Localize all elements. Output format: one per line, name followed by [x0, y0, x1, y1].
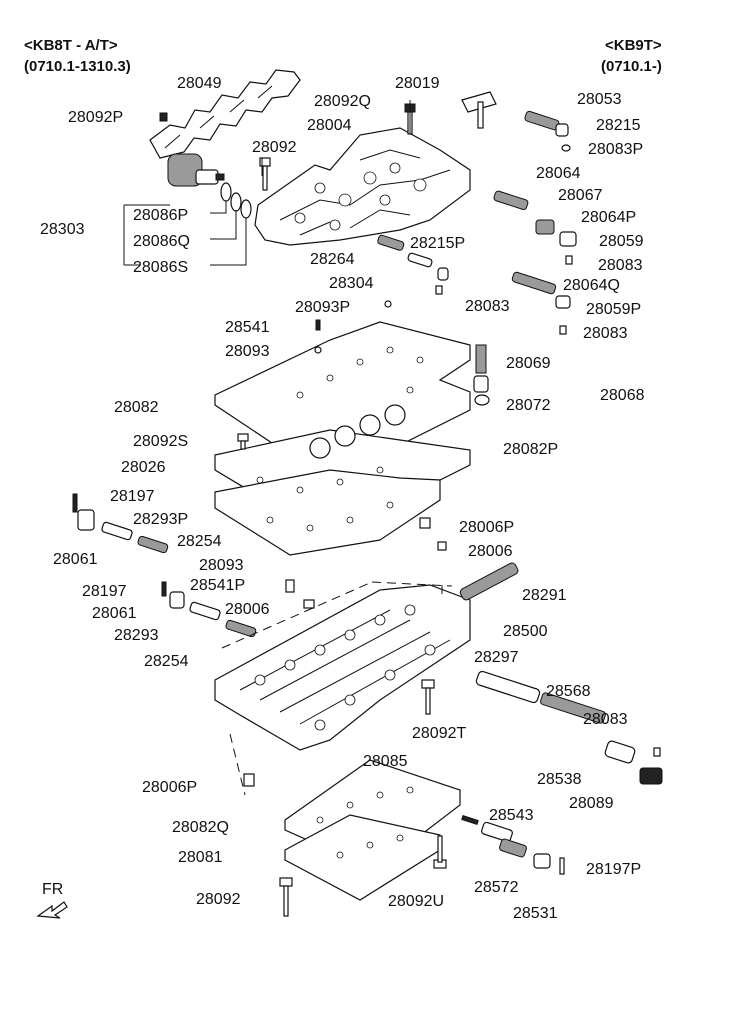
part-label-28092p: 28092P [68, 109, 123, 126]
part-label-28082q: 28082Q [172, 819, 229, 836]
part-label-28092t: 28092T [412, 725, 466, 742]
bottom-bolts [243, 679, 447, 917]
part-label-28197a: 28197 [110, 488, 155, 505]
part-label-28064q: 28064Q [563, 277, 620, 294]
part-label-28086s: 28086S [133, 259, 188, 276]
valve-28064-stack [493, 190, 577, 265]
solenoid-harness-28049 [149, 69, 301, 159]
part-label-28067: 28067 [558, 187, 603, 204]
part-label-28197b: 28197 [82, 583, 127, 600]
bolt-28092S [237, 433, 249, 450]
valve-28053 [524, 110, 571, 152]
part-label-28019: 28019 [395, 75, 440, 92]
lower-valve-body-28500 [214, 584, 471, 751]
part-label-28069: 28069 [506, 355, 551, 372]
part-label-28093p: 28093P [295, 299, 350, 316]
valve-28291 [459, 562, 519, 601]
pin-28092P [159, 112, 168, 122]
part-label-28092a: 28092 [252, 139, 297, 156]
valve-28572-28543 [461, 814, 565, 875]
part-label-28572: 28572 [474, 879, 519, 896]
part-label-28538: 28538 [537, 771, 582, 788]
part-label-28083b: 28083 [465, 298, 510, 315]
separator-plate-stack [214, 321, 471, 556]
part-label-28264: 28264 [310, 251, 355, 268]
valve-28064Q-stack [511, 271, 571, 335]
part-label-28006p2: 28006P [142, 779, 197, 796]
solenoid-28303 [167, 153, 225, 187]
part-label-28254a: 28254 [177, 533, 222, 550]
o-rings-28086 [220, 182, 252, 219]
part-label-28293p: 28293P [133, 511, 188, 528]
part-label-28006b: 28006 [225, 601, 270, 618]
part-label-28092q: 28092Q [314, 93, 371, 110]
part-label-28059: 28059 [599, 233, 644, 250]
part-label-28293: 28293 [114, 627, 159, 644]
part-label-28500: 28500 [503, 623, 548, 640]
part-label-28093a: 28093 [225, 343, 270, 360]
part-label-28254b: 28254 [144, 653, 189, 670]
part-labels: 28049 28092P 28092Q 28019 28053 28004 28215 280… [40, 75, 645, 922]
part-label-28297: 28297 [474, 649, 519, 666]
part-label-28092s: 28092S [133, 433, 188, 450]
part-label-28083d: 28083 [583, 711, 628, 728]
part-label-28083p: 28083P [588, 141, 643, 158]
part-label-28543: 28543 [489, 807, 534, 824]
spool-28297-28568 [475, 670, 663, 785]
part-label-28568: 28568 [546, 683, 591, 700]
part-label-28061b: 28061 [92, 605, 137, 622]
direction-label: FR [42, 881, 63, 898]
part-label-28004: 28004 [307, 117, 352, 134]
valve-28304 [377, 234, 449, 295]
part-label-28089: 28089 [569, 795, 614, 812]
lever-28019 [461, 91, 497, 129]
part-label-28049: 28049 [177, 75, 222, 92]
spring-28069 [473, 344, 490, 406]
part-label-28064p: 28064P [581, 209, 636, 226]
part-label-28531: 28531 [513, 905, 558, 922]
part-label-28215p: 28215P [410, 235, 465, 252]
left-range-header: (0710.1-1310.3) [24, 58, 131, 75]
part-label-28303: 28303 [40, 221, 85, 238]
bolt-28092-upper [259, 157, 271, 191]
upper-valve-body-28004 [254, 127, 471, 246]
part-label-28541p: 28541P [190, 577, 245, 594]
part-label-28082p: 28082P [503, 441, 558, 458]
part-label-28541: 28541 [225, 319, 270, 336]
left-model-header: <KB8T - A/T> [24, 37, 118, 54]
part-label-28083c: 28083 [583, 325, 628, 342]
part-label-28059p: 28059P [586, 301, 641, 318]
part-label-28215: 28215 [596, 117, 641, 134]
part-label-28291: 28291 [522, 587, 567, 604]
arrow-icon [36, 901, 68, 919]
part-label-28082: 28082 [114, 399, 159, 416]
part-label-28086p: 28086P [133, 207, 188, 224]
part-label-28064: 28064 [536, 165, 581, 182]
right-range-header: (0710.1-) [601, 58, 662, 75]
bottom-plates-28082Q-28081 [284, 759, 461, 901]
part-label-28072: 28072 [506, 397, 551, 414]
part-label-28053: 28053 [577, 91, 622, 108]
part-label-28304: 28304 [329, 275, 374, 292]
left-side-valves [72, 493, 447, 638]
assembly-lines [123, 100, 453, 796]
pins-28541-28093 [314, 300, 392, 354]
part-label-28081: 28081 [178, 849, 223, 866]
part-label-28093b: 28093 [199, 557, 244, 574]
part-label-28092b: 28092 [196, 891, 241, 908]
part-label-28086q: 28086Q [133, 233, 190, 250]
part-label-28026: 28026 [121, 459, 166, 476]
part-label-28085: 28085 [363, 753, 408, 770]
part-label-28006p: 28006P [459, 519, 514, 536]
part-label-28083a: 28083 [598, 257, 643, 274]
part-label-28061a: 28061 [53, 551, 98, 568]
part-label-28006a: 28006 [468, 543, 513, 560]
part-label-28092u: 28092U [388, 893, 444, 910]
part-label-28068: 28068 [600, 387, 645, 404]
right-model-header: <KB9T> [605, 37, 662, 54]
part-label-28197p: 28197P [586, 861, 641, 878]
